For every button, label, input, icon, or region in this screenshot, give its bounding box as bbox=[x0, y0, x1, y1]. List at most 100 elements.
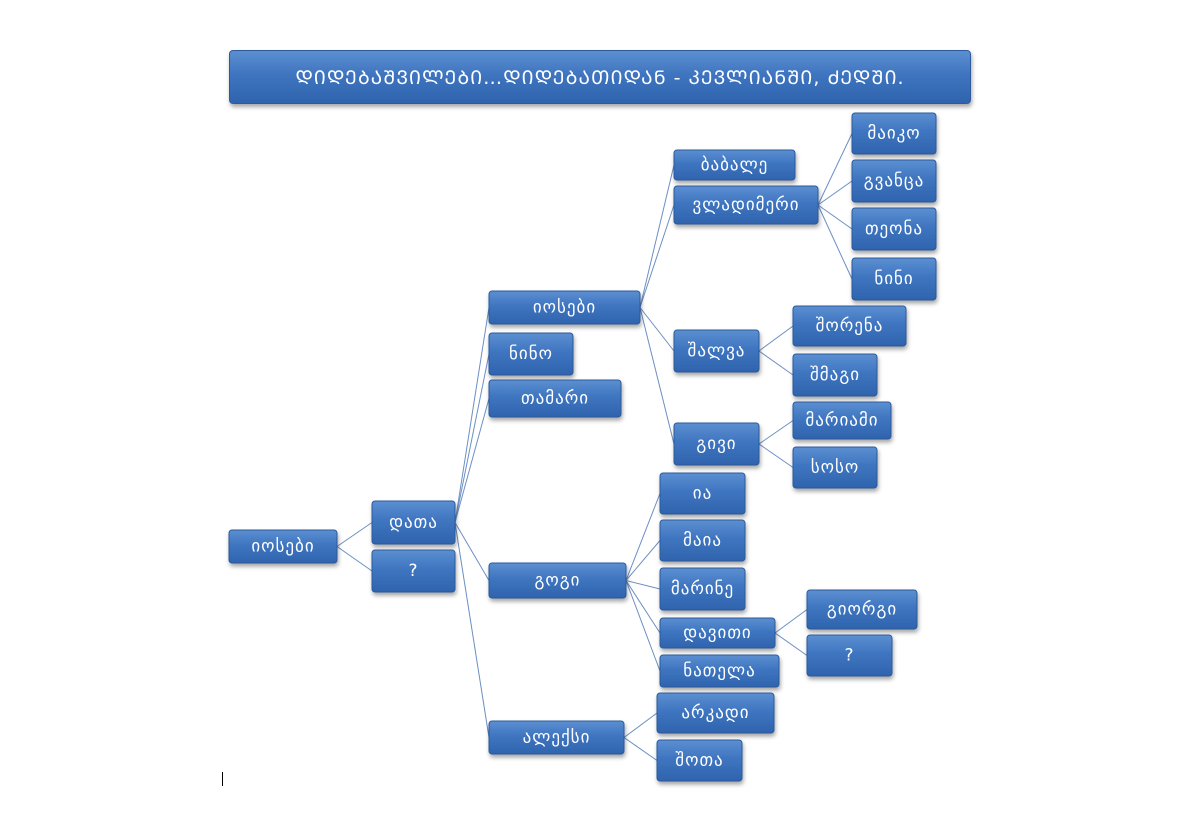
tree-node-box bbox=[673, 422, 760, 466]
tree-node: გივი bbox=[673, 422, 760, 466]
connector-line bbox=[758, 420, 794, 445]
tree-node-box bbox=[806, 634, 893, 677]
tree-node-box bbox=[851, 257, 937, 301]
tree-node-label: შალვა bbox=[688, 341, 746, 361]
connector-line bbox=[639, 307, 675, 445]
connector-line bbox=[454, 307, 490, 523]
tree-node-box bbox=[228, 529, 338, 564]
tree-node-label: შმაგი bbox=[810, 365, 860, 385]
connector-line bbox=[774, 609, 808, 634]
tree-node: ნათელა bbox=[659, 654, 780, 688]
tree-node-box bbox=[792, 446, 878, 489]
connector-line bbox=[625, 580, 661, 672]
tree-node-label: დავითი bbox=[683, 623, 751, 643]
text-cursor bbox=[222, 772, 223, 786]
tree-node: თამარი bbox=[488, 379, 622, 418]
tree-node-box bbox=[673, 329, 760, 373]
tree-node-label: გიორგი bbox=[827, 600, 897, 620]
connector-line bbox=[454, 398, 490, 523]
tree-node: ბაბალე bbox=[673, 149, 796, 181]
tree-node: შორენა bbox=[792, 305, 907, 347]
tree-node-box bbox=[851, 207, 937, 251]
tree-node-box bbox=[851, 112, 937, 155]
connector-line bbox=[336, 546, 373, 572]
tree-node: მაია bbox=[659, 519, 746, 562]
tree-node: ნინო bbox=[488, 332, 574, 376]
connector-line bbox=[625, 580, 661, 634]
tree-nodes: ბაბალე მაიკო გვანცა თეონა ნინი ვლადიმერი შორენ… bbox=[228, 112, 937, 782]
connector-line bbox=[454, 353, 490, 523]
tree-node-label: ნინი bbox=[874, 269, 913, 289]
tree-node-label: მაიკო bbox=[867, 124, 920, 144]
connector-line bbox=[639, 204, 675, 308]
tree-node-label: შორენა bbox=[816, 316, 884, 336]
tree-node-label: იოსები bbox=[251, 537, 314, 557]
tree-node: არკადი bbox=[656, 692, 775, 734]
connector-line bbox=[817, 180, 853, 206]
connector-line bbox=[625, 540, 661, 581]
tree-node-label: გოგი bbox=[535, 571, 581, 591]
tree-node-label: ია bbox=[693, 484, 712, 504]
connector-line bbox=[758, 443, 794, 468]
tree-node-label: გივი bbox=[696, 434, 736, 454]
tree-node-box bbox=[656, 739, 743, 782]
tree-node-label: მარიამი bbox=[805, 411, 878, 431]
tree-node: იოსები bbox=[228, 529, 338, 564]
tree-node: მარიამი bbox=[792, 401, 892, 440]
tree-node-box bbox=[488, 332, 574, 376]
tree-node-box bbox=[659, 519, 746, 562]
tree-node: შალვა bbox=[673, 329, 760, 373]
tree-node-box bbox=[371, 549, 456, 593]
tree-node-box bbox=[792, 353, 878, 397]
tree-node-label: ვლადიმერი bbox=[693, 195, 800, 215]
tree-node-box bbox=[792, 305, 907, 347]
tree-node-box bbox=[371, 500, 456, 545]
tree-node-label: გვანცა bbox=[864, 171, 924, 191]
tree-node-label: შოთა bbox=[675, 751, 723, 771]
tree-node: ია bbox=[659, 472, 746, 515]
tree-node: ? bbox=[371, 549, 456, 593]
tree-node: სოსო bbox=[792, 446, 878, 489]
tree-node-box bbox=[806, 589, 918, 630]
tree-node: იოსები bbox=[488, 290, 641, 325]
tree-node-label: ალექსი bbox=[523, 728, 591, 748]
tree-node-label: მაია bbox=[683, 531, 722, 551]
title-bar: ᲓᲘᲓᲔᲑᲐᲨᲕᲘᲚᲔᲑᲘ…ᲓᲘᲓᲔᲑᲐᲗᲘᲓᲐᲜ - ᲙᲔᲕᲚᲘᲐᲜᲨᲘ, Ძ… bbox=[229, 50, 971, 104]
connector-line bbox=[454, 522, 490, 738]
tree-node: დათა bbox=[371, 500, 456, 545]
connector-line bbox=[623, 712, 658, 738]
tree-node-box bbox=[656, 692, 775, 734]
tree-node: ნინი bbox=[851, 257, 937, 301]
tree-node-box bbox=[673, 185, 819, 225]
connector-line bbox=[817, 204, 853, 230]
tree-node: მაიკო bbox=[851, 112, 937, 155]
connector-line bbox=[758, 325, 794, 352]
tree-node-label: თეონა bbox=[865, 219, 923, 239]
tree-node-label: ? bbox=[844, 646, 854, 666]
tree-node-box bbox=[851, 159, 937, 203]
tree-node: დავითი bbox=[659, 617, 776, 649]
tree-node-label: მარინე bbox=[671, 579, 734, 599]
connector-line bbox=[639, 164, 675, 308]
tree-node: შმაგი bbox=[792, 353, 878, 397]
tree-node: შოთა bbox=[656, 739, 743, 782]
connector-line bbox=[758, 350, 794, 376]
connector-line bbox=[623, 737, 658, 761]
tree-node-box bbox=[673, 149, 796, 181]
connector-line bbox=[625, 493, 661, 581]
tree-node-label: ნინო bbox=[509, 344, 553, 364]
tree-node-box bbox=[792, 401, 892, 440]
tree-node: გოგი bbox=[488, 562, 627, 599]
tree-node: მარინე bbox=[659, 567, 746, 611]
tree-node-box bbox=[488, 562, 627, 599]
tree-node: თეონა bbox=[851, 207, 937, 251]
tree-node: გიორგი bbox=[806, 589, 918, 630]
tree-node-box bbox=[659, 472, 746, 515]
connector-line bbox=[817, 133, 853, 206]
tree-node-box bbox=[488, 720, 625, 755]
tree-node-box bbox=[659, 567, 746, 611]
connector-line bbox=[625, 580, 661, 590]
tree-node-label: ? bbox=[408, 561, 418, 581]
tree-node: ? bbox=[806, 634, 893, 677]
connector-line bbox=[639, 307, 675, 352]
